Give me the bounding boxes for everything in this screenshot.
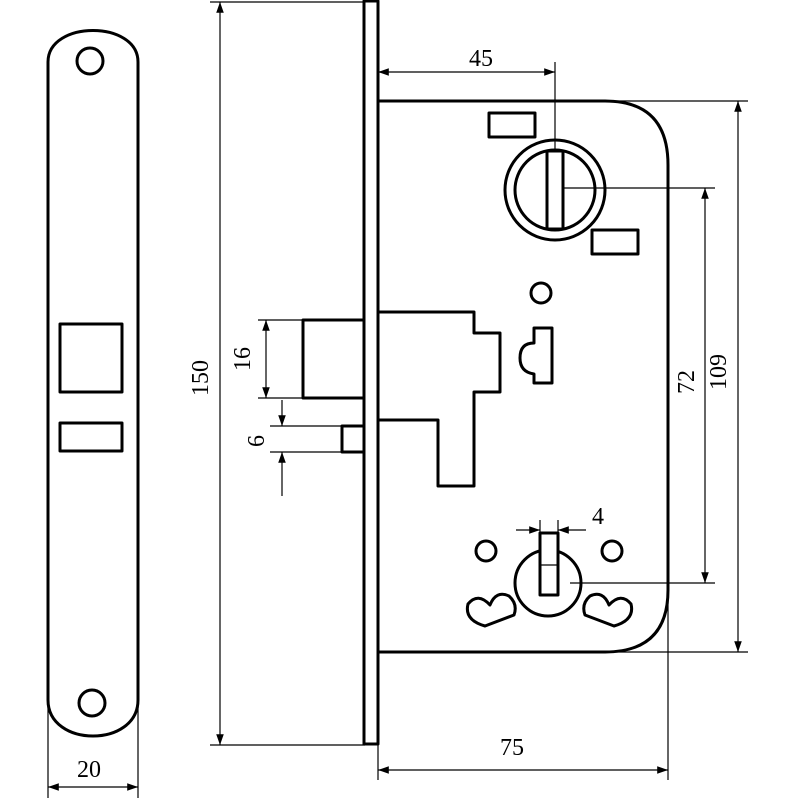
cylinder-area: 4 bbox=[465, 504, 634, 628]
faceplate-latch-opening bbox=[58, 322, 124, 394]
lock-case bbox=[378, 99, 670, 654]
mechanism-pin-hole bbox=[529, 281, 553, 305]
center-distance-label: 72 bbox=[674, 370, 700, 394]
faceplate-front-view bbox=[46, 29, 140, 738]
mechanism-detail bbox=[518, 326, 554, 385]
total-height-label: 150 bbox=[188, 360, 214, 396]
case-depth-label: 75 bbox=[500, 735, 524, 761]
heart-right-icon bbox=[582, 592, 634, 628]
case-height-dimension: 109 bbox=[605, 100, 748, 653]
faceplate-top-screw-hole bbox=[75, 46, 105, 76]
center-distance-dimension: 72 bbox=[563, 187, 715, 584]
cylinder-right-hole bbox=[600, 539, 624, 563]
heart-left-icon bbox=[465, 592, 517, 628]
latch-height-label: 16 bbox=[230, 347, 256, 371]
backset-label: 45 bbox=[469, 46, 493, 72]
deadbolt-height-label: 6 bbox=[244, 435, 270, 447]
case-upper-slot bbox=[590, 228, 640, 256]
cylinder-slot bbox=[538, 531, 560, 597]
cylinder-slot-label: 4 bbox=[592, 504, 604, 530]
latch-bolt bbox=[301, 318, 366, 400]
spindle-hub bbox=[503, 138, 607, 242]
latch-mechanism bbox=[378, 310, 502, 488]
case-depth-dimension: 75 bbox=[377, 590, 669, 780]
backset-dimension: 45 bbox=[378, 46, 556, 151]
case-top-slot bbox=[487, 111, 537, 139]
faceplate-bottom-screw-hole bbox=[77, 688, 107, 718]
deadbolt-height-dimension: 6 bbox=[244, 400, 342, 496]
faceplate-width-label: 20 bbox=[77, 757, 101, 783]
case-height-label: 109 bbox=[706, 354, 732, 390]
total-height-dimension: 150 bbox=[188, 1, 365, 746]
cylinder-left-hole bbox=[474, 539, 498, 563]
deadbolt bbox=[340, 424, 366, 454]
faceplate-width-dimension: 20 bbox=[47, 700, 139, 798]
latch-height-dimension: 16 bbox=[230, 319, 303, 399]
faceplate-deadbolt-opening bbox=[58, 421, 124, 453]
faceplate-side-view bbox=[362, 0, 380, 746]
